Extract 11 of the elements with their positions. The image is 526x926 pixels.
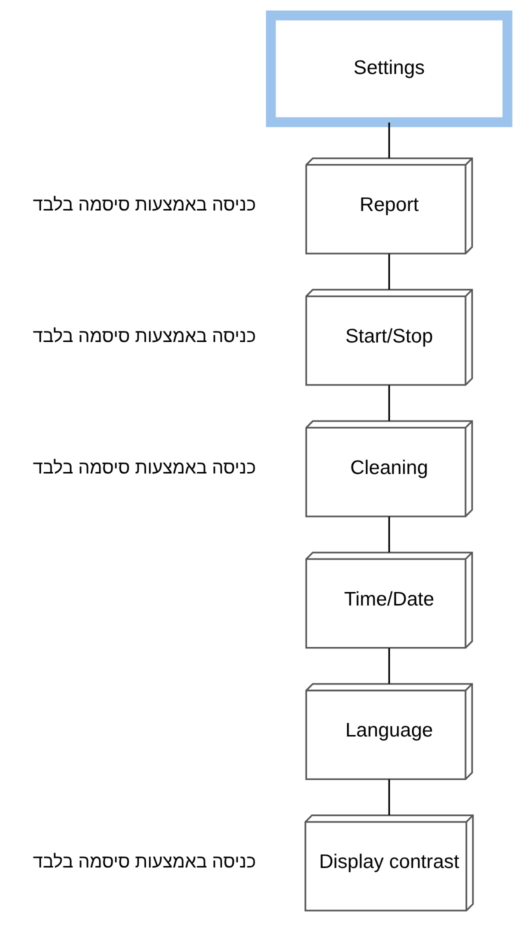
node-label: כניסה באמצעות סיסמה בלבד bbox=[32, 852, 256, 872]
node-box: Settings bbox=[265, 10, 512, 128]
node-label: כניסה באמצעות סיסמה בלבד bbox=[32, 326, 256, 346]
connector bbox=[388, 516, 390, 552]
connector bbox=[388, 779, 390, 816]
connector bbox=[388, 385, 390, 421]
node-label: כניסה באמצעות סיסמה בלבד bbox=[32, 457, 256, 478]
connector bbox=[388, 122, 390, 158]
connector bbox=[388, 254, 390, 290]
connector bbox=[388, 648, 390, 684]
node-label: כניסה באמצעות סיסמה בלבד bbox=[32, 194, 256, 215]
